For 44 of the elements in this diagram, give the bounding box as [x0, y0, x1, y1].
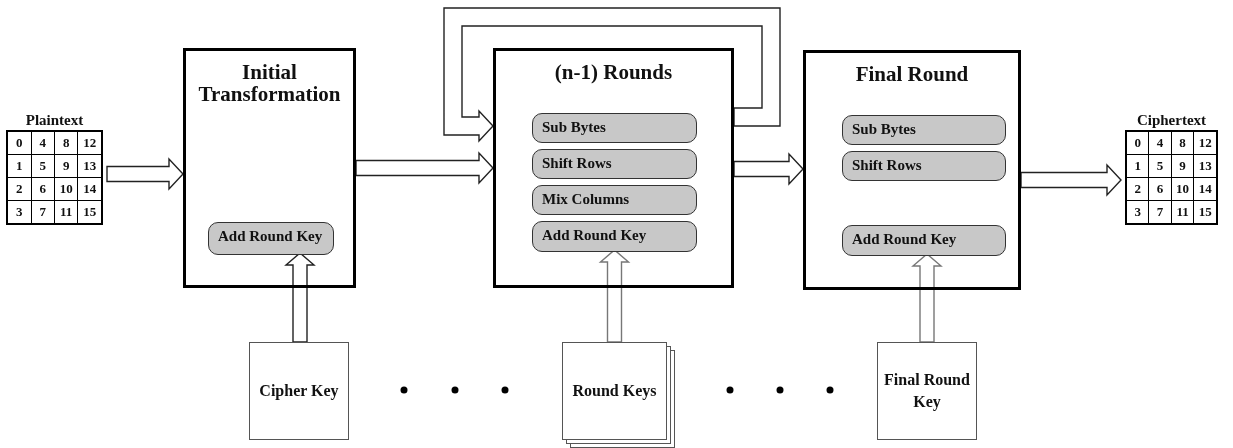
block-arrow — [911, 253, 943, 343]
round-step: Sub Bytes — [842, 115, 1006, 145]
grid-cell: 9 — [54, 154, 78, 178]
grid-cell: 6 — [31, 177, 55, 201]
grid-cell: 9 — [1171, 154, 1194, 178]
grid-cell: 8 — [1171, 131, 1194, 155]
block-arrow — [733, 152, 804, 186]
block-arrow — [284, 252, 316, 343]
block-arrow — [1020, 163, 1122, 197]
round-step: Sub Bytes — [532, 113, 697, 143]
round-step: Add Round Key — [842, 225, 1006, 256]
key-box: Cipher Key — [249, 342, 349, 440]
grid-cell: 1 — [1126, 154, 1149, 178]
block-arrow — [106, 157, 184, 191]
process-box — [183, 48, 356, 288]
box-title: (n-1) Rounds — [553, 61, 674, 83]
round-step: Add Round Key — [532, 221, 697, 252]
grid-cell: 0 — [7, 131, 31, 155]
grid-cell: 10 — [54, 177, 78, 201]
process-box — [493, 48, 734, 288]
grid-cell: 4 — [31, 131, 55, 155]
grid-cell: 4 — [1148, 131, 1172, 155]
box-title: Initial Transformation — [197, 61, 342, 105]
grid-cell: 5 — [31, 154, 55, 178]
grid-cell: 2 — [1126, 177, 1149, 201]
round-step: Shift Rows — [842, 151, 1006, 181]
block-arrow — [598, 249, 631, 343]
grid-cell: 8 — [54, 131, 78, 155]
grid-cell: 6 — [1148, 177, 1172, 201]
box-title: Final Round — [854, 63, 970, 85]
key-box: Final Round Key — [877, 342, 977, 440]
grid-title: Plaintext — [24, 112, 85, 129]
round-step: Add Round Key — [208, 222, 334, 255]
block-arrow — [443, 7, 781, 143]
grid-title: Ciphertext — [1135, 112, 1208, 129]
block-arrow — [355, 151, 494, 185]
round-step: Shift Rows — [532, 149, 697, 179]
grid-cell: 10 — [1171, 177, 1194, 201]
grid-cell: 0 — [1126, 131, 1149, 155]
round-step: Mix Columns — [532, 185, 697, 215]
grid-cell: 5 — [1148, 154, 1172, 178]
grid-cell: 1 — [7, 154, 31, 178]
process-box — [803, 50, 1021, 290]
grid-cell: 2 — [7, 177, 31, 201]
